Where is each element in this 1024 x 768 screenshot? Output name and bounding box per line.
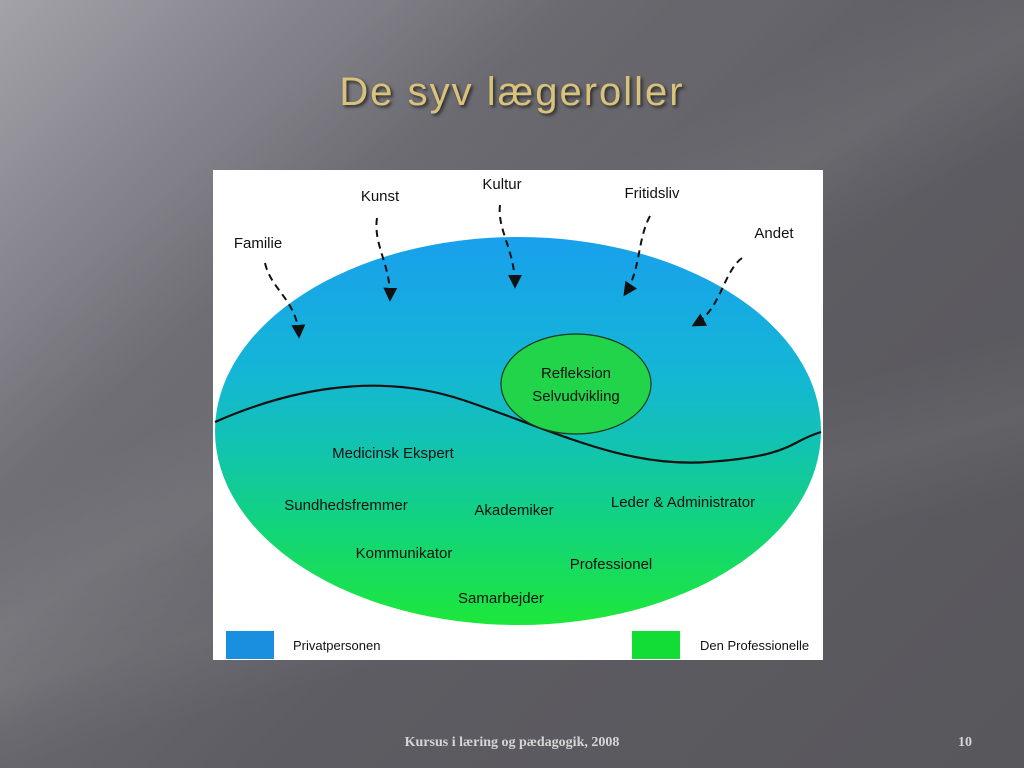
role-leader-administrator: Leder & Administrator [611, 494, 755, 511]
role-professional: Professionel [570, 556, 653, 573]
legend-swatch-professional [632, 631, 680, 659]
role-communicator: Kommunikator [356, 545, 453, 562]
divider-wave [214, 384, 822, 464]
page-number: 10 [958, 735, 972, 750]
arrow-kultur [498, 204, 522, 289]
life-ellipse [215, 237, 821, 625]
center-label-selfdevelopment: Selvudvikling [532, 388, 620, 405]
legend-label-private: Privatpersonen [293, 638, 380, 653]
slide-footer: Kursus i læring og pædagogik, 2008 [404, 735, 620, 750]
role-academic: Akademiker [474, 502, 553, 519]
influence-fritidsliv: Fritidsliv [625, 185, 680, 202]
legend-label-professional: Den Professionelle [700, 638, 809, 653]
influence-familie: Familie [234, 235, 282, 252]
role-medical-expert: Medicinsk Ekspert [332, 445, 455, 462]
arrow-familie [264, 262, 306, 339]
influence-kultur: Kultur [482, 176, 521, 193]
slide-title: De syv lægeroller [339, 70, 685, 114]
roles-diagram-svg: Refleksion Selvudvikling Familie Kunst K… [214, 176, 822, 659]
arrow-andet [691, 257, 743, 327]
center-label-reflection: Refleksion [541, 365, 611, 382]
influence-andet: Andet [754, 225, 794, 242]
role-collaborator: Samarbejder [458, 590, 544, 607]
role-health-promoter: Sundhedsfremmer [284, 497, 407, 514]
roles-diagram: Refleksion Selvudvikling Familie Kunst K… [213, 170, 823, 660]
arrow-kunst [375, 217, 398, 302]
influence-kunst: Kunst [361, 188, 400, 205]
arrow-fritidsliv [623, 215, 651, 297]
legend-swatch-private [226, 631, 274, 659]
reflection-circle [500, 333, 652, 435]
